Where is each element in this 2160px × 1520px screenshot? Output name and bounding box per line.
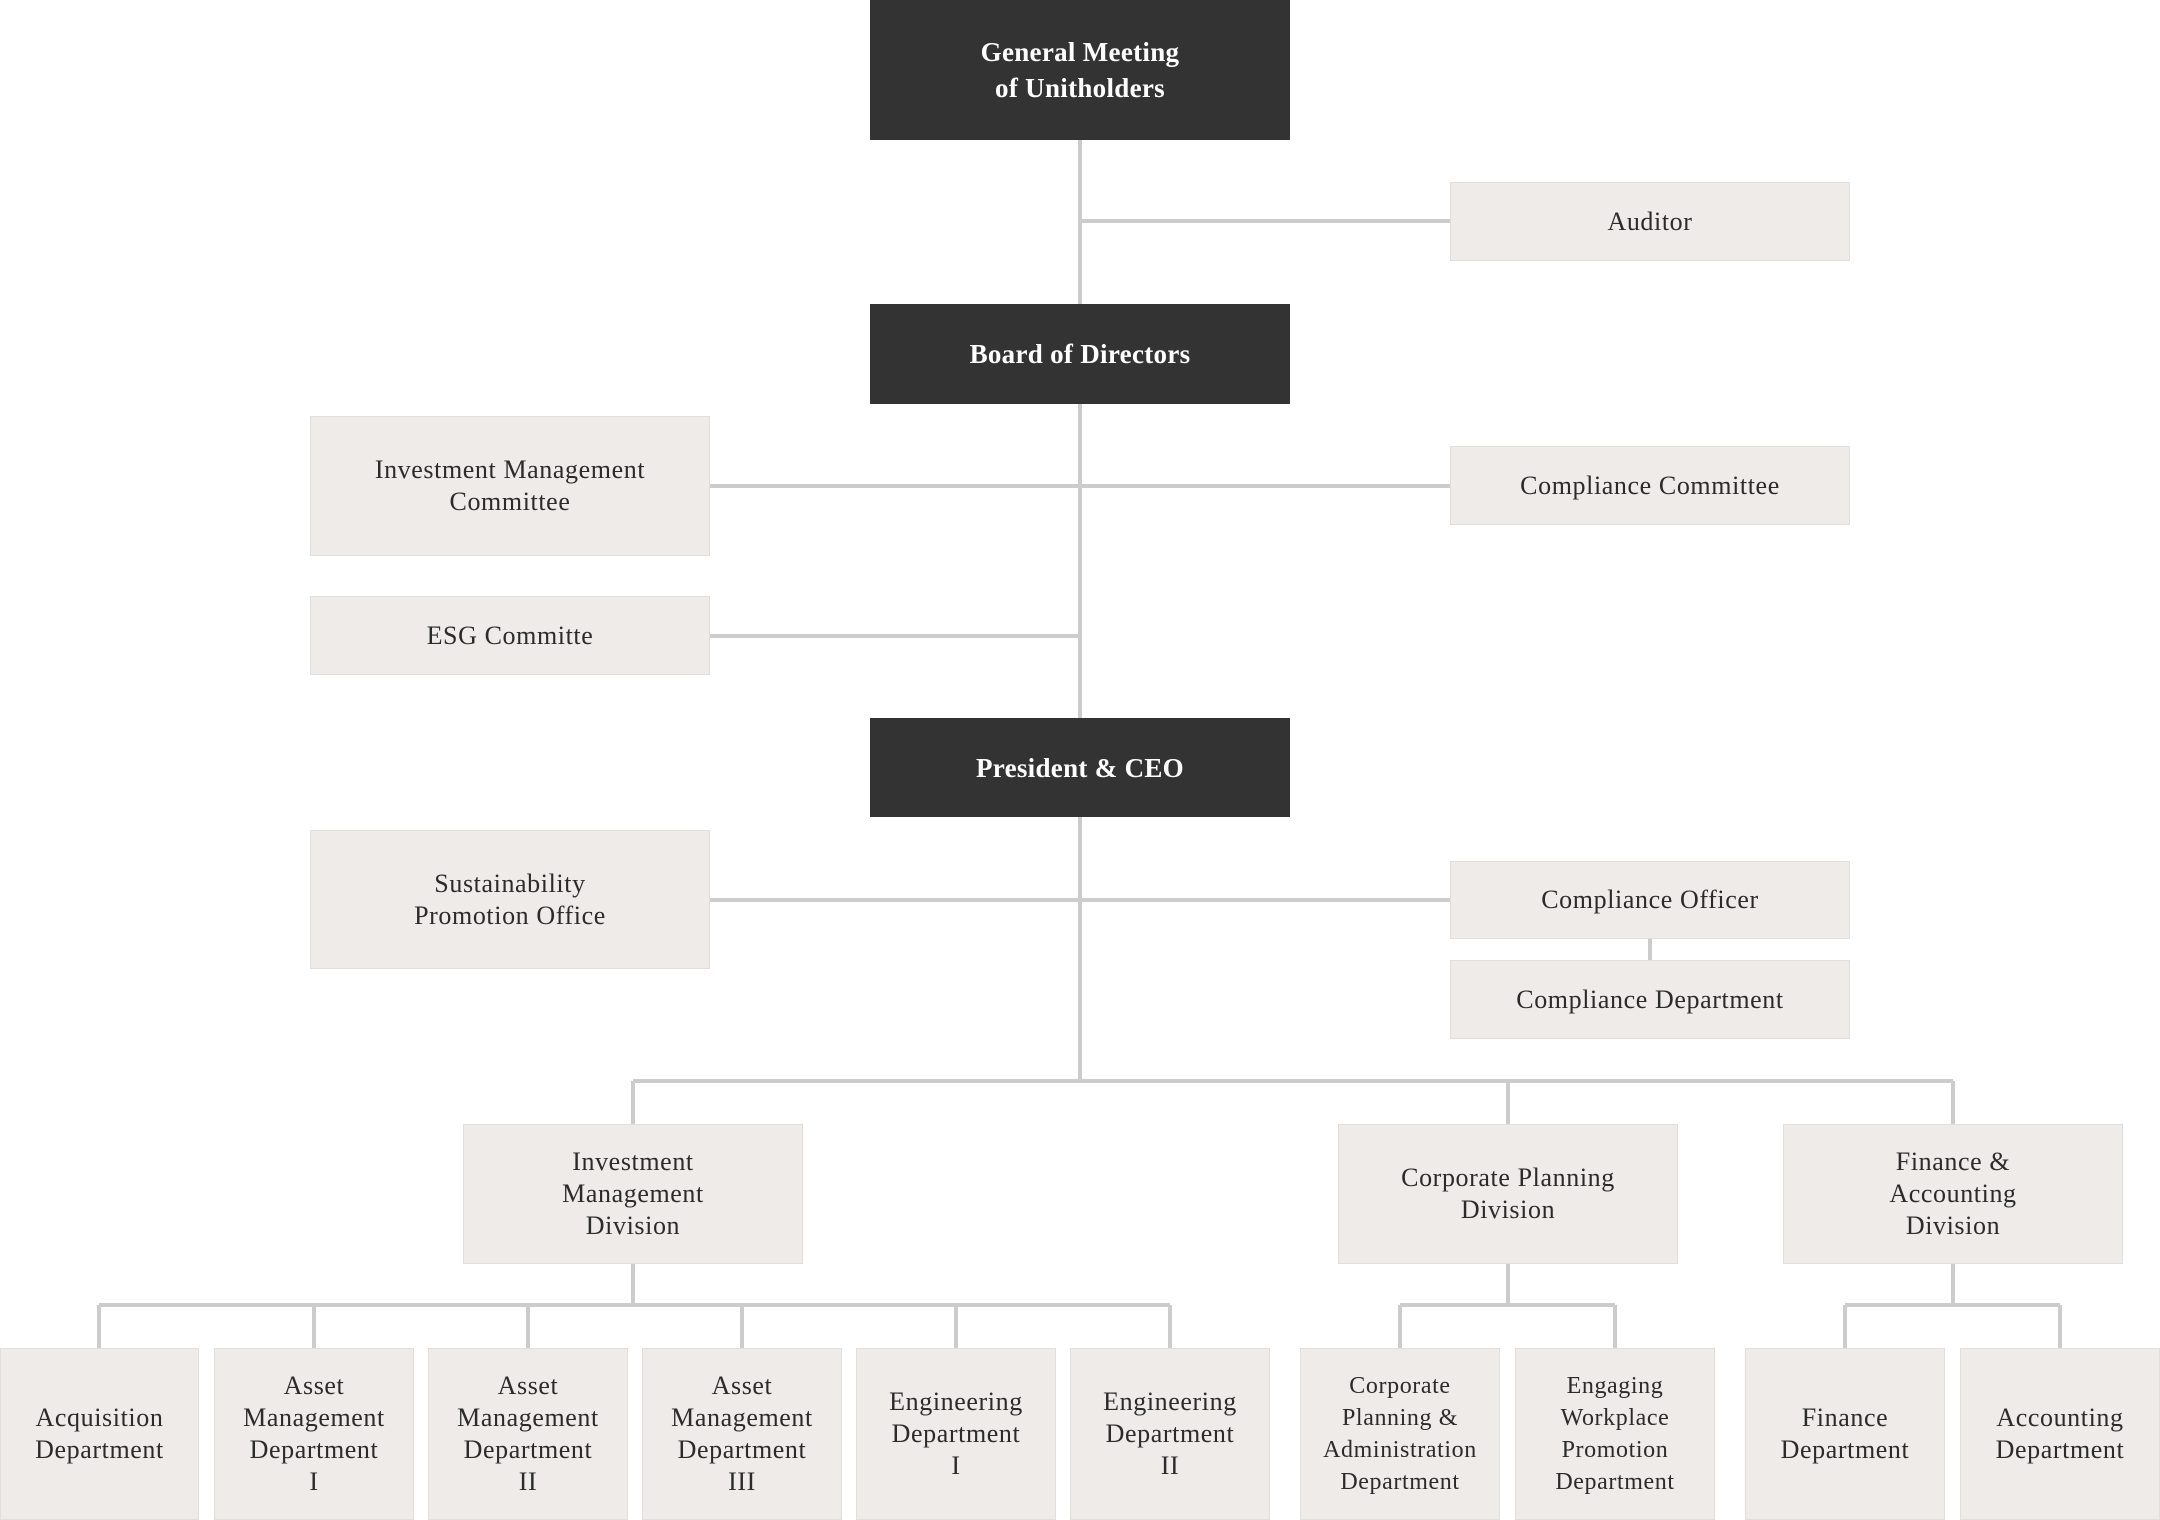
board-of-directors-box: Board of Directors — [870, 304, 1290, 404]
compliance-department-box: Compliance Department — [1450, 960, 1850, 1039]
engaging-workplace-promotion-department-box: Engaging Workplace Promotion Department — [1515, 1348, 1715, 1520]
accounting-department-box: Accounting Department — [1960, 1348, 2160, 1520]
asset-management-department-1-box: Asset Management Department I — [214, 1348, 414, 1520]
investment-management-division-box: Investment Management Division — [463, 1124, 803, 1264]
engineering-department-1-box: Engineering Department I — [856, 1348, 1056, 1520]
corporate-planning-division-box: Corporate Planning Division — [1338, 1124, 1678, 1264]
investment-management-committee-box: Investment Management Committee — [310, 416, 710, 556]
sustainability-promotion-office-box: Sustainability Promotion Office — [310, 830, 710, 969]
asset-management-department-3-box: Asset Management Department III — [642, 1348, 842, 1520]
compliance-committee-box: Compliance Committee — [1450, 446, 1850, 525]
finance-accounting-division-box: Finance & Accounting Division — [1783, 1124, 2123, 1264]
auditor-box: Auditor — [1450, 182, 1850, 261]
finance-department-box: Finance Department — [1745, 1348, 1945, 1520]
general-meeting-box: General Meeting of Unitholders — [870, 0, 1290, 140]
compliance-officer-box: Compliance Officer — [1450, 861, 1850, 939]
engineering-department-2-box: Engineering Department II — [1070, 1348, 1270, 1520]
president-ceo-box: President & CEO — [870, 718, 1290, 817]
asset-management-department-2-box: Asset Management Department II — [428, 1348, 628, 1520]
acquisition-department-box: Acquisition Department — [0, 1348, 199, 1520]
esg-committee-box: ESG Committe — [310, 596, 710, 675]
corporate-planning-administration-department-box: Corporate Planning & Administration Depa… — [1300, 1348, 1500, 1520]
